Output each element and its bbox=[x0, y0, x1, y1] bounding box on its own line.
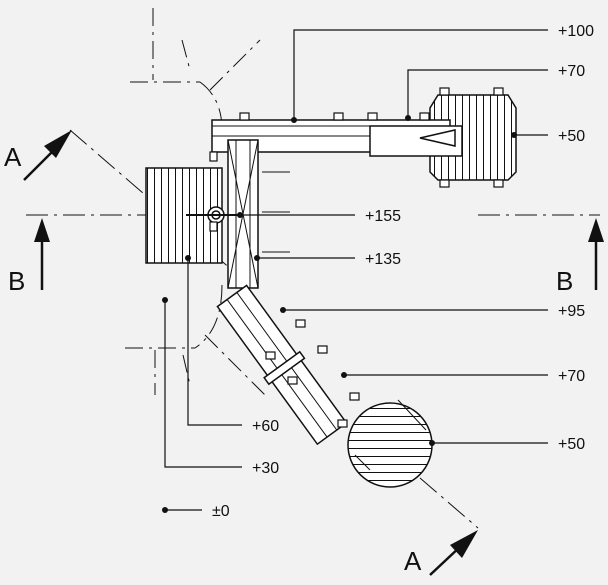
height-label: +100 bbox=[558, 23, 594, 40]
height-label: +135 bbox=[365, 251, 401, 268]
dash-ticks bbox=[262, 171, 290, 253]
height-label: +95 bbox=[558, 303, 585, 320]
section-lines bbox=[26, 129, 600, 529]
section-letter-a-top: A bbox=[4, 142, 22, 172]
section-letter-a-bottom: A bbox=[404, 546, 422, 576]
height-label: +30 bbox=[252, 460, 279, 477]
height-label: +50 bbox=[558, 436, 585, 453]
height-label: +60 bbox=[252, 418, 279, 435]
dashed-outlines bbox=[125, 8, 266, 396]
leaders bbox=[164, 29, 548, 511]
bolt-tabs bbox=[209, 87, 504, 428]
legend-label: ±0 bbox=[212, 503, 230, 520]
height-label: +50 bbox=[558, 128, 585, 145]
leader-dots bbox=[162, 115, 517, 513]
frame bbox=[186, 119, 463, 446]
section-letter-b-left: B bbox=[8, 266, 25, 296]
height-label: +155 bbox=[365, 208, 401, 225]
height-label: +70 bbox=[558, 63, 585, 80]
height-label: +70 bbox=[558, 368, 585, 385]
section-letter-b-right: B bbox=[556, 266, 573, 296]
section-arrows bbox=[23, 130, 604, 576]
